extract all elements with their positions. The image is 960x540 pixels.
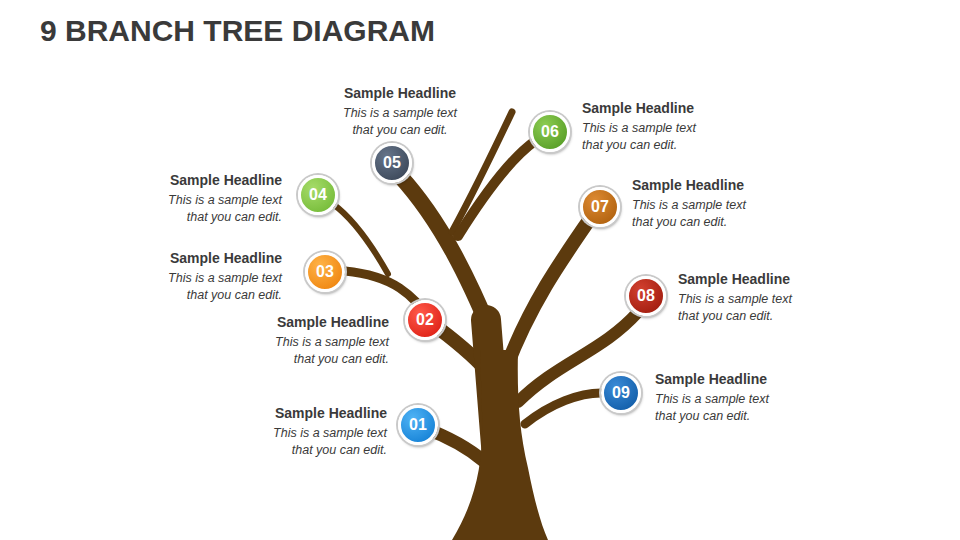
branch <box>506 216 592 368</box>
headline: Sample Headline <box>150 171 282 189</box>
body-text: This is a sample text that you can edit. <box>655 391 787 425</box>
callout-text: Sample HeadlineThis is a sample text tha… <box>150 249 282 304</box>
callout-circle: 06Sample HeadlineThis is a sample text t… <box>530 112 570 152</box>
callout-text: Sample HeadlineThis is a sample text tha… <box>255 404 387 459</box>
callout-circle: 08Sample HeadlineThis is a sample text t… <box>626 276 666 316</box>
callout-circle: 05Sample HeadlineThis is a sample text t… <box>372 143 412 183</box>
callout-circle: 07Sample HeadlineThis is a sample text t… <box>580 187 620 227</box>
trunk <box>452 350 548 540</box>
callout-text: Sample HeadlineThis is a sample text tha… <box>678 270 810 325</box>
headline: Sample Headline <box>255 404 387 422</box>
callout-circle: 03Sample HeadlineThis is a sample text t… <box>305 252 345 292</box>
callout-number: 01 <box>401 408 435 442</box>
callout-text: Sample HeadlineThis is a sample text tha… <box>655 370 787 425</box>
callout-circle: 09Sample HeadlineThis is a sample text t… <box>601 373 641 413</box>
headline: Sample Headline <box>678 270 810 288</box>
headline: Sample Headline <box>632 176 764 194</box>
callout-text: Sample HeadlineThis is a sample text tha… <box>150 171 282 226</box>
callout-circle: 04Sample HeadlineThis is a sample text t… <box>298 175 338 215</box>
callout-text: Sample HeadlineThis is a sample text tha… <box>257 313 389 368</box>
body-text: This is a sample text that you can edit. <box>632 197 764 231</box>
body-text: This is a sample text that you can edit. <box>150 270 282 304</box>
headline: Sample Headline <box>334 84 466 102</box>
callout-number: 04 <box>301 178 335 212</box>
callout-circle: 01Sample HeadlineThis is a sample text t… <box>398 405 438 445</box>
callout-text: Sample HeadlineThis is a sample text tha… <box>582 99 714 154</box>
callout-number: 05 <box>375 146 409 180</box>
headline: Sample Headline <box>257 313 389 331</box>
body-text: This is a sample text that you can edit. <box>582 120 714 154</box>
callout-text: Sample HeadlineThis is a sample text tha… <box>334 84 466 139</box>
branch <box>525 393 604 424</box>
callout-number: 09 <box>604 376 638 410</box>
body-text: This is a sample text that you can edit. <box>334 105 466 139</box>
body-text: This is a sample text that you can edit. <box>255 425 387 459</box>
callout-number: 03 <box>308 255 342 289</box>
callout-text: Sample HeadlineThis is a sample text tha… <box>632 176 764 231</box>
callout-number: 08 <box>629 279 663 313</box>
branch <box>458 141 535 236</box>
body-text: This is a sample text that you can edit. <box>150 192 282 226</box>
headline: Sample Headline <box>655 370 787 388</box>
headline: Sample Headline <box>150 249 282 267</box>
callout-number: 02 <box>408 303 442 337</box>
callout-number: 07 <box>583 190 617 224</box>
callout-circle: 02Sample HeadlineThis is a sample text t… <box>405 300 445 340</box>
callout-number: 06 <box>533 115 567 149</box>
body-text: This is a sample text that you can edit. <box>257 334 389 368</box>
body-text: This is a sample text that you can edit. <box>678 291 810 325</box>
diagram-title: 9 BRANCH TREE DIAGRAM <box>40 14 435 48</box>
headline: Sample Headline <box>582 99 714 117</box>
